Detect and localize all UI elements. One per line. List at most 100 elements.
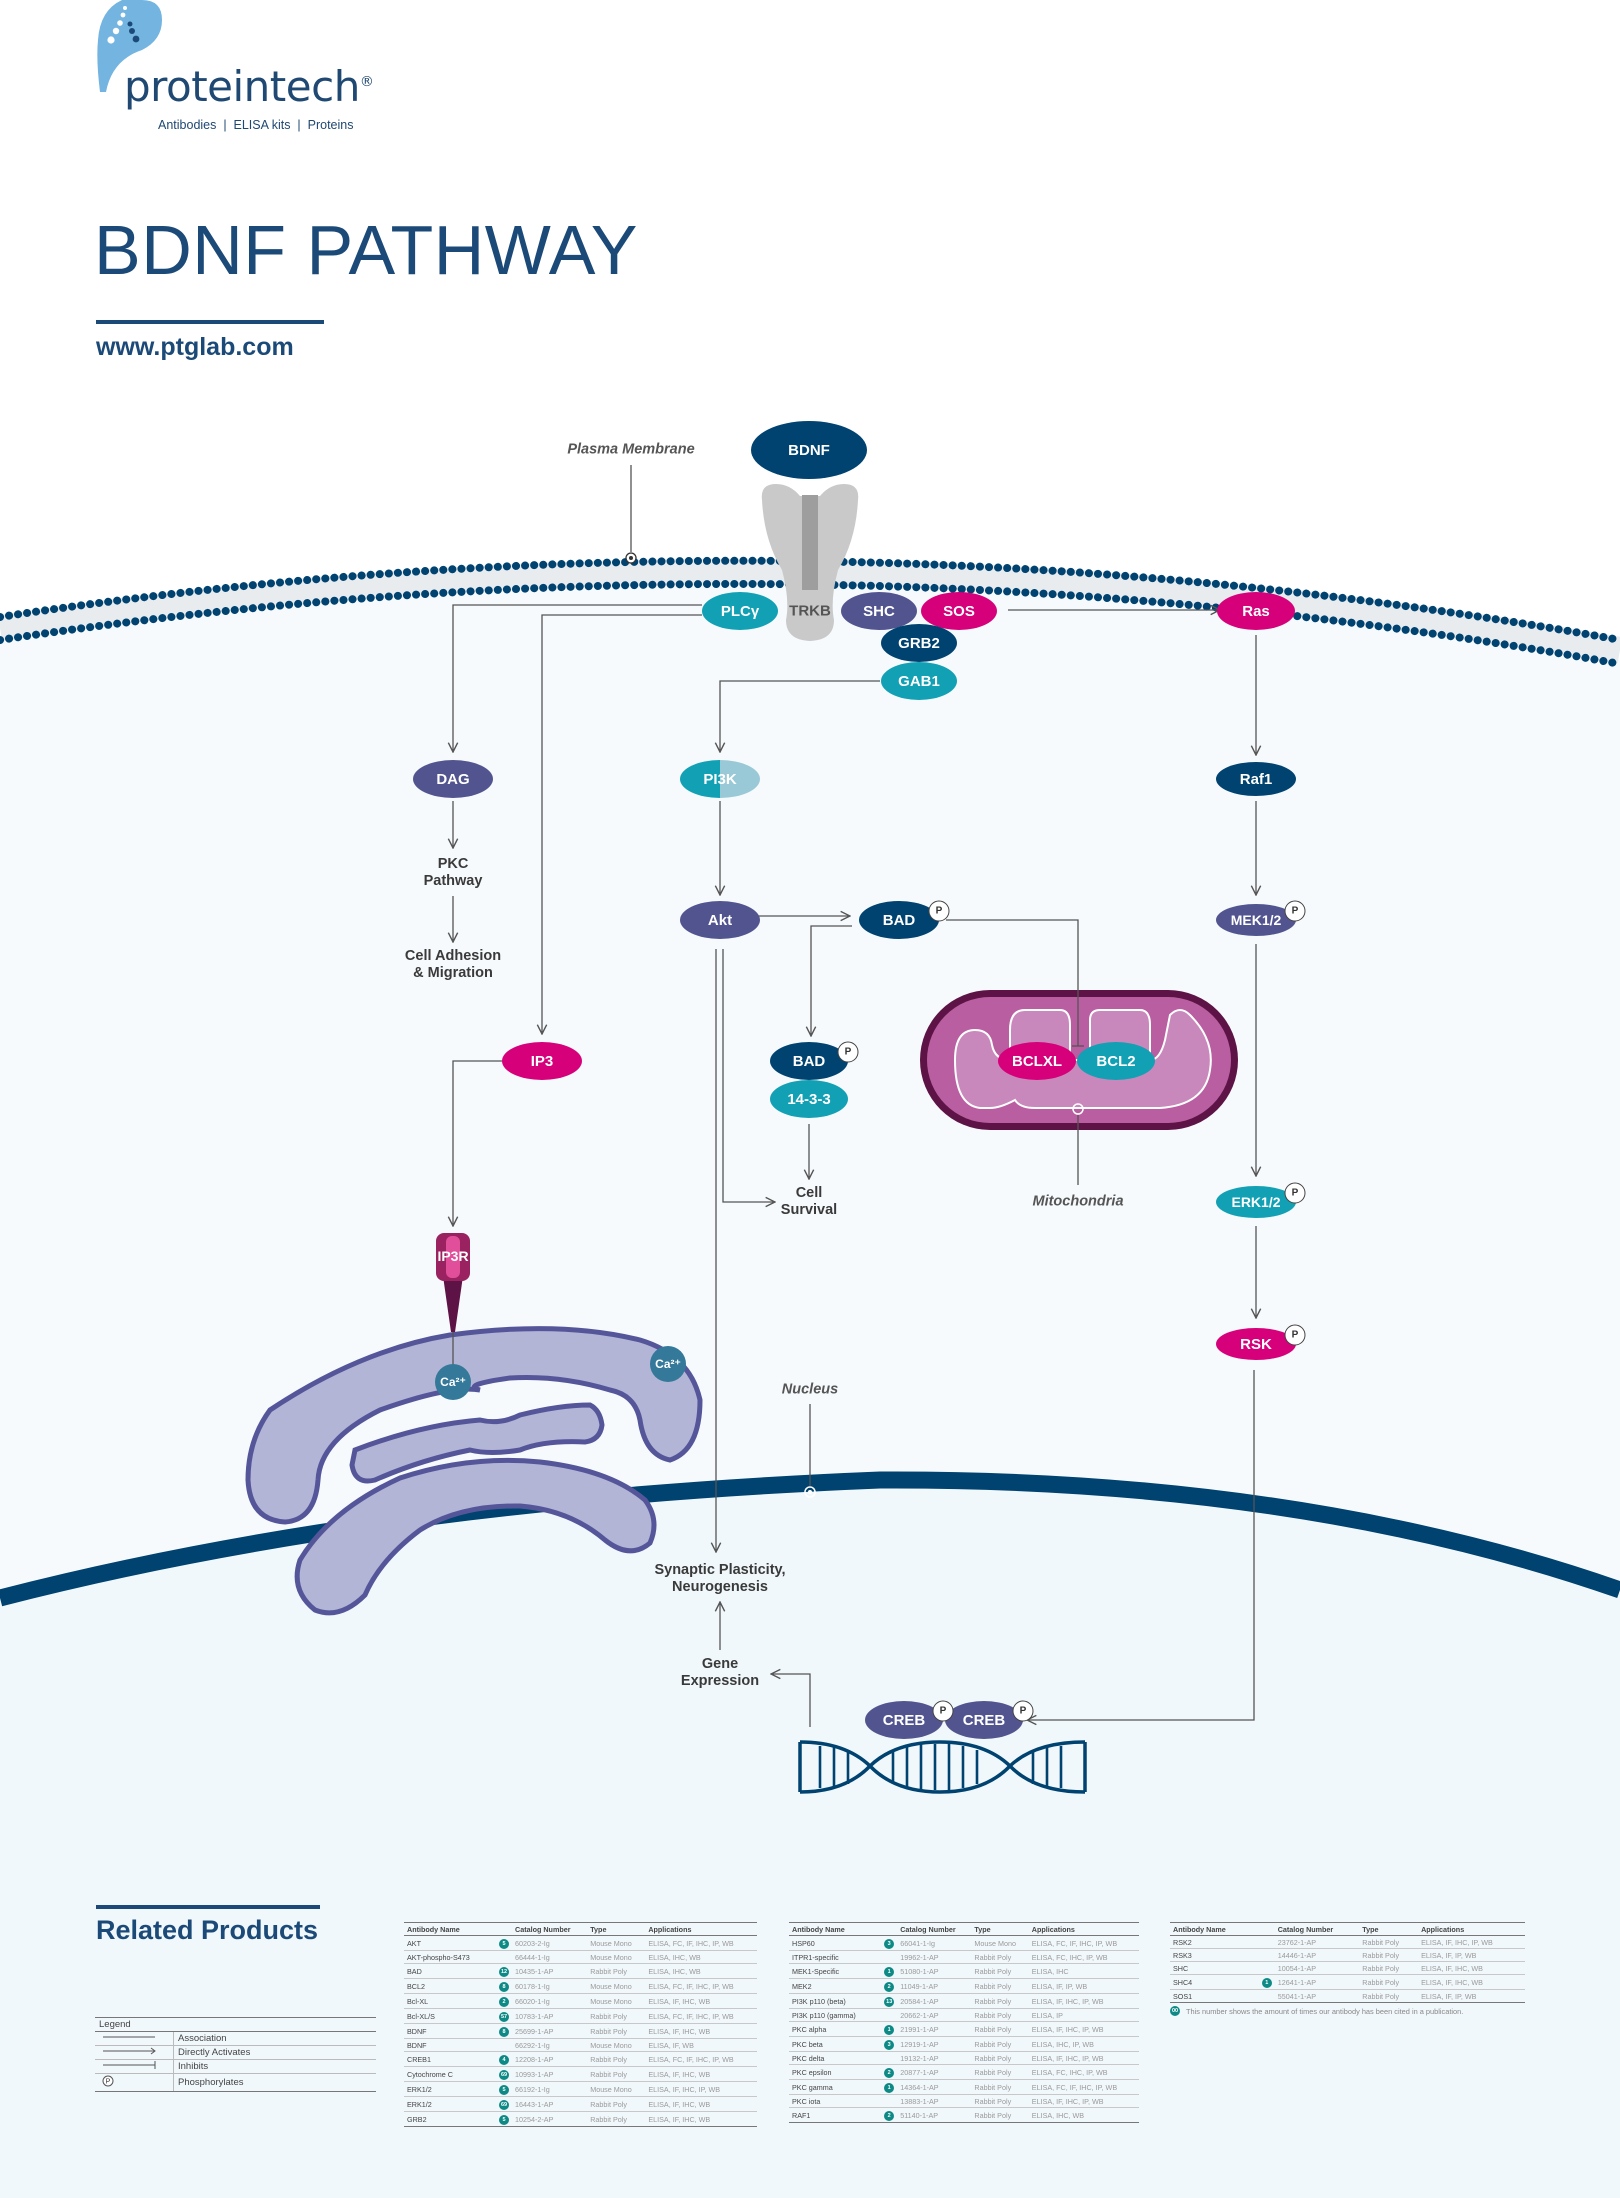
applications: ELISA, IF, IP, WB (1418, 1989, 1525, 2003)
applications: ELISA, FC, IHC, IP, WB (1028, 1950, 1139, 1964)
node-creb-2[interactable]: CREB (945, 1701, 1023, 1739)
catalog-number[interactable]: 60178-1-Ig (512, 1978, 588, 1994)
catalog-number[interactable]: 10054-1-AP (1274, 1961, 1360, 1975)
node-mek[interactable]: MEK1/2 (1216, 904, 1296, 936)
node-bcl2[interactable]: BCL2 (1077, 1042, 1155, 1080)
node-erk[interactable]: ERK1/2 (1216, 1186, 1296, 1218)
cell-survival-label: Cell Survival (780, 1185, 838, 1218)
catalog-number[interactable]: 21991-1-AP (897, 2021, 972, 2037)
applications: ELISA, FC, IF, IHC, IP, WB (645, 1935, 757, 1951)
catalog-number[interactable]: 10993-1-AP (512, 2066, 588, 2082)
node-14-3-3[interactable]: 14-3-3 (770, 1080, 848, 1118)
node-pi3k[interactable]: PI3K (680, 760, 760, 798)
node-rsk[interactable]: RSK (1216, 1328, 1296, 1360)
catalog-number[interactable]: 10783-1-AP (512, 2008, 588, 2024)
antibody-name: PKC epsilon (789, 2064, 874, 2080)
node-creb-1[interactable]: CREB (865, 1701, 943, 1739)
node-raf1[interactable]: Raf1 (1216, 762, 1296, 796)
node-shc[interactable]: SHC (841, 592, 917, 630)
catalog-number[interactable]: 60203-2-Ig (512, 1935, 588, 1951)
node-gab1[interactable]: GAB1 (881, 662, 957, 700)
catalog-number[interactable]: 20877-1-AP (897, 2064, 972, 2080)
catalog-number[interactable]: 51080-1-AP (897, 1963, 972, 1979)
node-sos[interactable]: SOS (921, 592, 997, 630)
node-bdnf[interactable]: BDNF (751, 421, 867, 479)
catalog-number[interactable]: 51140-1-AP (897, 2107, 972, 2123)
node-akt[interactable]: Akt (680, 901, 760, 939)
catalog-number[interactable]: 25699-1-AP (512, 2023, 588, 2039)
catalog-number[interactable]: 14446-1-AP (1274, 1948, 1360, 1962)
catalog-number[interactable]: 66041-1-Ig (897, 1935, 972, 1951)
catalog-number[interactable]: 66020-1-Ig (512, 1993, 588, 2009)
connectors (453, 465, 1256, 1727)
catalog-number[interactable]: 12208-1-AP (512, 2051, 588, 2067)
catalog-number[interactable]: 66444-1-Ig (512, 1950, 588, 1964)
node-ip3r[interactable]: IP3R (437, 1248, 469, 1264)
node-ras[interactable]: Ras (1217, 592, 1295, 630)
node-trkb[interactable]: TRKB (789, 602, 831, 620)
node-bad[interactable]: BAD (859, 901, 939, 939)
catalog-number[interactable]: 19132-1-AP (897, 2051, 972, 2065)
catalog-number[interactable]: 10435-1-AP (512, 1963, 588, 1979)
catalog-number[interactable]: 20584-1-AP (897, 1993, 972, 2009)
antibody-name: RSK2 (1170, 1935, 1251, 1949)
catalog-number[interactable]: 12641-1-AP (1274, 1974, 1360, 1990)
catalog-number[interactable]: 19962-1-AP (897, 1950, 972, 1964)
antibody-type: Mouse Mono (587, 1978, 646, 1994)
catalog-number[interactable]: 23762-1-AP (1274, 1935, 1360, 1949)
catalog-number[interactable]: 16443-1-AP (512, 2096, 588, 2112)
catalog-number[interactable]: 20662-1-AP (897, 2008, 972, 2022)
catalog-number[interactable]: 11049-1-AP (897, 1978, 972, 1994)
col-cites (488, 1922, 513, 1936)
catalog-number[interactable]: 66292-1-Ig (512, 2038, 588, 2052)
node-ip3[interactable]: IP3 (502, 1042, 582, 1080)
catalog-number[interactable]: 13883-1-AP (897, 2094, 972, 2108)
node-plcg[interactable]: PLCγ (702, 592, 778, 630)
website-link[interactable]: www.ptglab.com (96, 333, 294, 361)
citation-count-badge: 5 (499, 1938, 510, 1949)
catalog-number[interactable]: 14364-1-AP (897, 2079, 972, 2095)
antibody-name: PKC delta (789, 2051, 874, 2065)
node-bclxl[interactable]: BCLXL (998, 1042, 1076, 1080)
catalog-number[interactable]: 55041-1-AP (1274, 1989, 1360, 2003)
catalog-number[interactable]: 10254-2-AP (512, 2111, 588, 2127)
catalog-number[interactable]: 12919-1-AP (897, 2036, 972, 2052)
catalog-number[interactable]: 66192-1-Ig (512, 2081, 588, 2097)
node-dag[interactable]: DAG (413, 760, 493, 798)
citation-cell: 5 (488, 2111, 513, 2127)
node-grb2[interactable]: GRB2 (881, 624, 957, 662)
node-bad-bound[interactable]: BAD (770, 1042, 848, 1080)
